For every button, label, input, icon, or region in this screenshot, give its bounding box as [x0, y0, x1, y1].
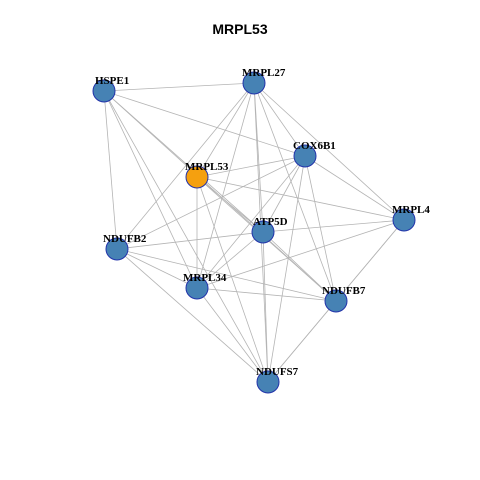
edge-mrpl27-mrpl34	[196, 82, 255, 289]
edge-hspe1-cox6b1	[103, 90, 306, 157]
node-circle	[324, 289, 348, 313]
node-ndufs7: NDUFS7	[256, 366, 299, 394]
node-ndufb2: NDUFB2	[103, 233, 147, 261]
edge-ndufb2-mrpl34	[116, 248, 198, 289]
edge-mrpl4-atp5d	[262, 219, 405, 233]
edge-ndufb2-ndufs7	[116, 248, 269, 383]
edge-cox6b1-ndufb7	[304, 155, 337, 302]
node-label: NDUFB2	[103, 233, 147, 245]
edge-cox6b1-ndufb2	[116, 155, 306, 250]
node-circle	[392, 208, 416, 232]
node-circle	[105, 237, 129, 261]
node-circle	[293, 144, 317, 168]
node-mrpl27: MRPL27	[242, 67, 286, 95]
edge-atp5d-ndufb2	[116, 231, 264, 250]
edge-hspe1-ndufs7	[103, 90, 269, 383]
edge-ndufb7-ndufs7	[267, 300, 337, 383]
edge-mrpl27-ndufb7	[253, 82, 337, 302]
node-label: MRPL4	[392, 204, 430, 216]
edge-cox6b1-mrpl53	[196, 155, 306, 178]
node-label: COX6B1	[293, 140, 336, 152]
edge-cox6b1-mrpl4	[304, 155, 405, 221]
node-mrpl4: MRPL4	[392, 204, 430, 232]
node-label: NDUFS7	[256, 366, 299, 378]
node-label: HSPE1	[95, 75, 129, 87]
edge-mrpl53-atp5d	[196, 176, 264, 233]
node-circle	[256, 370, 280, 394]
edge-mrpl27-cox6b1	[253, 82, 306, 157]
edge-cox6b1-ndufs7	[267, 155, 306, 383]
edge-layer	[103, 82, 405, 383]
edge-mrpl34-ndufs7	[196, 287, 269, 383]
node-circle	[185, 165, 209, 189]
node-circle	[242, 71, 266, 95]
edge-mrpl27-mrpl53	[196, 82, 255, 178]
edge-atp5d-ndufs7	[262, 231, 269, 383]
edge-cox6b1-atp5d	[262, 155, 306, 233]
edge-atp5d-mrpl34	[196, 231, 264, 289]
plot-title: MRPL53	[212, 21, 268, 37]
node-label: MRPL53	[185, 161, 229, 173]
node-label: ATP5D	[253, 216, 288, 228]
edge-ndufb2-ndufb7	[116, 248, 337, 302]
node-circle	[92, 79, 116, 103]
node-mrpl34: MRPL34	[183, 272, 227, 300]
node-cox6b1: COX6B1	[293, 140, 336, 168]
edge-hspe1-mrpl27	[103, 82, 255, 92]
node-label: MRPL34	[183, 272, 227, 284]
edge-mrpl53-ndufs7	[196, 176, 269, 383]
edge-mrpl27-mrpl4	[253, 82, 405, 221]
edge-mrpl4-mrpl34	[196, 219, 405, 289]
edge-mrpl27-ndufb2	[116, 82, 255, 250]
node-circle	[185, 276, 209, 300]
node-hspe1: HSPE1	[92, 75, 129, 103]
edge-mrpl34-ndufb7	[196, 287, 337, 302]
node-label: NDUFB7	[322, 285, 366, 297]
node-ndufb7: NDUFB7	[322, 285, 366, 313]
node-mrpl53: MRPL53	[185, 161, 229, 189]
edge-hspe1-ndufb2	[103, 90, 118, 250]
edge-atp5d-ndufb7	[262, 231, 337, 302]
node-atp5d: ATP5D	[251, 216, 288, 244]
node-circle	[251, 220, 275, 244]
edge-mrpl53-mrpl4	[196, 176, 405, 221]
edge-hspe1-mrpl34	[103, 90, 198, 289]
node-label: MRPL27	[242, 67, 286, 79]
